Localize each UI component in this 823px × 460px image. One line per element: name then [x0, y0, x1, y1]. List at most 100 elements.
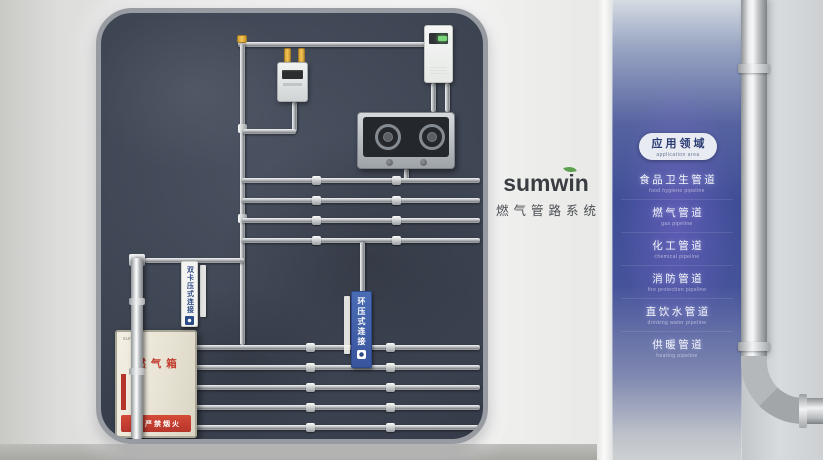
app-item-sub: gas pipeline — [661, 221, 693, 227]
burner-icon — [375, 124, 401, 150]
applications-panel: 应用领域 application area 食品卫生管道 food hygien… — [612, 0, 742, 460]
cabinet-red-strip — [121, 374, 126, 410]
stove-knob — [386, 159, 393, 166]
pipe-segment — [238, 44, 247, 345]
stove-knob — [420, 159, 427, 166]
app-item-label: 燃气管道 — [652, 207, 705, 219]
pipe-coupling — [386, 363, 395, 372]
burner-icon — [419, 124, 445, 150]
brand-tagline: 燃气管路系统 — [495, 204, 601, 218]
steel-pipe-weld-ring — [738, 64, 770, 73]
pipe-segment — [238, 42, 438, 47]
arrow-icon — [185, 316, 194, 325]
steel-pipe-flange — [799, 394, 807, 428]
pipe-segment — [242, 176, 480, 185]
pipe-coupling — [386, 383, 395, 392]
gas-meter — [277, 62, 308, 102]
app-item-sub: drinking water pipeline — [647, 320, 707, 326]
pipe-coupling — [306, 383, 315, 392]
app-item-fire: 消防管道 fire protection pipeline — [621, 265, 733, 298]
pipe-coupling — [392, 196, 401, 205]
pipe-segment — [243, 129, 296, 134]
sign-substrip — [344, 296, 350, 354]
sign-substrip — [200, 265, 206, 317]
app-item-drinking-water: 直饮水管道 drinking water pipeline — [621, 298, 733, 331]
pipe-coupling — [306, 343, 315, 352]
pipe-segment — [404, 169, 409, 180]
brand-logo: sumwin — [503, 164, 589, 197]
floor — [0, 444, 598, 460]
applications-header-sub: application area — [656, 152, 700, 158]
meter-display — [282, 70, 303, 79]
pipe-coupling — [392, 176, 401, 185]
pipe-coupling — [392, 236, 401, 245]
app-item-chemical: 化工管道 chemical pipeline — [621, 232, 733, 265]
app-item-label: 食品卫生管道 — [639, 173, 718, 186]
pipe-segment — [242, 196, 480, 205]
gas-cabinet: sumwin 燃气箱 严禁烟火 — [115, 330, 197, 438]
brand-logo-text: sumwin — [503, 170, 589, 196]
pipe-segment — [196, 383, 480, 392]
pipe-coupling — [312, 216, 321, 225]
applications-header: 应用领域 application area — [639, 133, 717, 160]
pipe-segment — [431, 83, 436, 112]
pipe-coupling — [129, 368, 145, 375]
pipe-coupling — [386, 343, 395, 352]
panel-glow — [613, 0, 741, 460]
pipe-segment — [196, 363, 480, 372]
warning-text: 严禁烟火 — [145, 420, 181, 428]
wall-boiler — [424, 25, 453, 83]
brand-block: sumwin 燃气管路系统 — [490, 164, 602, 219]
sign-label: 双卡压式连接 — [186, 266, 194, 314]
pipe-coupling — [312, 196, 321, 205]
pipe-coupling — [386, 423, 395, 432]
app-item-food: 食品卫生管道 food hygiene pipeline — [621, 166, 733, 199]
pipe-segment — [196, 423, 480, 432]
display-board: 双卡压式连接 环压式连接 sumwin 燃气箱 严禁烟火 — [96, 8, 488, 444]
sign-ring-press: 环压式连接 — [351, 291, 372, 368]
wall-corner-divider — [597, 0, 612, 460]
sign-double-clamp-press: 双卡压式连接 — [181, 261, 198, 327]
pipe-coupling — [312, 236, 321, 245]
pipe-segment — [145, 258, 244, 263]
pipe-coupling — [386, 403, 395, 412]
app-item-gas: 燃气管道 gas pipeline — [621, 199, 733, 232]
pipe-coupling — [312, 176, 321, 185]
pipe-segment — [196, 343, 480, 352]
app-item-label: 供暖管道 — [652, 339, 705, 351]
app-item-sub: chemical pipeline — [654, 254, 700, 260]
burner-core — [427, 132, 437, 142]
gas-valve-icon — [237, 35, 247, 43]
steel-pipe-weld-ring — [738, 342, 770, 351]
pipe-coupling — [306, 403, 315, 412]
pipe-segment — [445, 83, 450, 112]
cabinet-title: 燃气箱 — [135, 358, 182, 370]
pipe-segment — [292, 102, 297, 132]
stove-glass — [363, 117, 449, 157]
burner-core — [383, 132, 393, 142]
pipe-coupling — [129, 298, 145, 305]
steel-pipe-horizontal — [803, 398, 823, 424]
app-item-sub: heating pipeline — [656, 353, 698, 359]
boiler-vents — [430, 67, 447, 76]
meter-label — [283, 83, 302, 86]
app-item-label: 直饮水管道 — [645, 306, 711, 318]
pipe-coupling — [238, 124, 247, 133]
boiler-led-icon — [438, 36, 447, 41]
sign-label: 环压式连接 — [357, 297, 366, 347]
app-item-label: 消防管道 — [652, 273, 705, 285]
app-item-heating: 供暖管道 heating pipeline — [621, 331, 733, 364]
steel-pipe-vertical — [741, 0, 767, 356]
applications-header-label: 应用领域 — [651, 138, 708, 150]
riser-pipe — [129, 258, 145, 439]
app-item-label: 化工管道 — [652, 240, 705, 252]
app-item-sub: fire protection pipeline — [647, 287, 707, 293]
pipe-coupling — [306, 363, 315, 372]
pipe-segment — [242, 236, 480, 245]
pipe-coupling — [306, 423, 315, 432]
applications-list: 食品卫生管道 food hygiene pipeline 燃气管道 gas pi… — [621, 166, 733, 364]
boiler-screen — [429, 33, 448, 44]
gas-stove — [357, 112, 455, 169]
dot-icon — [357, 350, 366, 359]
